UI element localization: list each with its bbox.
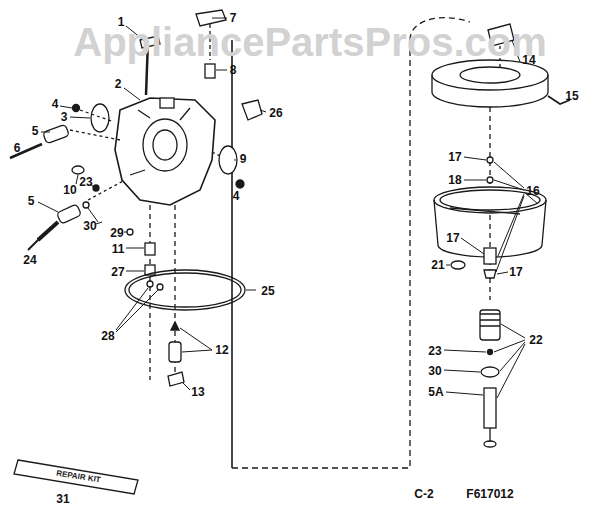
callout-number: 31 xyxy=(55,492,70,506)
callout-number: 5 xyxy=(27,194,36,208)
callout-number: F617012 xyxy=(465,487,514,501)
callout-number: 9 xyxy=(239,152,248,166)
callout-number: 5 xyxy=(31,124,40,138)
callout-number: 16 xyxy=(525,184,540,198)
callout-number: 11 xyxy=(111,242,126,256)
callout-number: 29 xyxy=(109,226,124,240)
callout-number: 7 xyxy=(229,11,238,25)
callout-number: 27 xyxy=(110,265,125,279)
callout-number: 5A xyxy=(427,385,444,399)
callout-number: 1 xyxy=(117,15,126,29)
callout-number: 3 xyxy=(60,110,69,124)
callout-number: 10 xyxy=(62,183,77,197)
watermark: AppliancePartsPros.com xyxy=(73,22,547,62)
callout-number: 4 xyxy=(232,189,241,203)
callout-number: 4 xyxy=(51,97,60,111)
callout-number: 6 xyxy=(13,141,22,155)
callout-number: 23 xyxy=(78,175,93,189)
callout-number: C-2 xyxy=(413,487,434,501)
callout-number: 26 xyxy=(268,106,283,120)
callout-number: 15 xyxy=(564,89,579,103)
callout-number: 14 xyxy=(521,53,536,67)
callout-number: 12 xyxy=(214,343,229,357)
callout-number: 8 xyxy=(229,63,238,77)
callout-number: 25 xyxy=(260,284,275,298)
callout-number: 24 xyxy=(22,253,37,267)
callout-number: 13 xyxy=(190,385,205,399)
callout-number: 30 xyxy=(427,364,442,378)
callout-number: 28 xyxy=(100,329,115,343)
callout-number: 18 xyxy=(447,173,462,187)
callout-number: 17 xyxy=(447,150,462,164)
callout-number: 23 xyxy=(427,344,442,358)
callout-number: 22 xyxy=(528,333,543,347)
callout-number: 30 xyxy=(82,219,97,233)
callout-number: 21 xyxy=(430,258,445,272)
callout-number: 2 xyxy=(114,77,123,91)
callout-number: 17 xyxy=(445,231,460,245)
callout-number: 17 xyxy=(508,265,523,279)
